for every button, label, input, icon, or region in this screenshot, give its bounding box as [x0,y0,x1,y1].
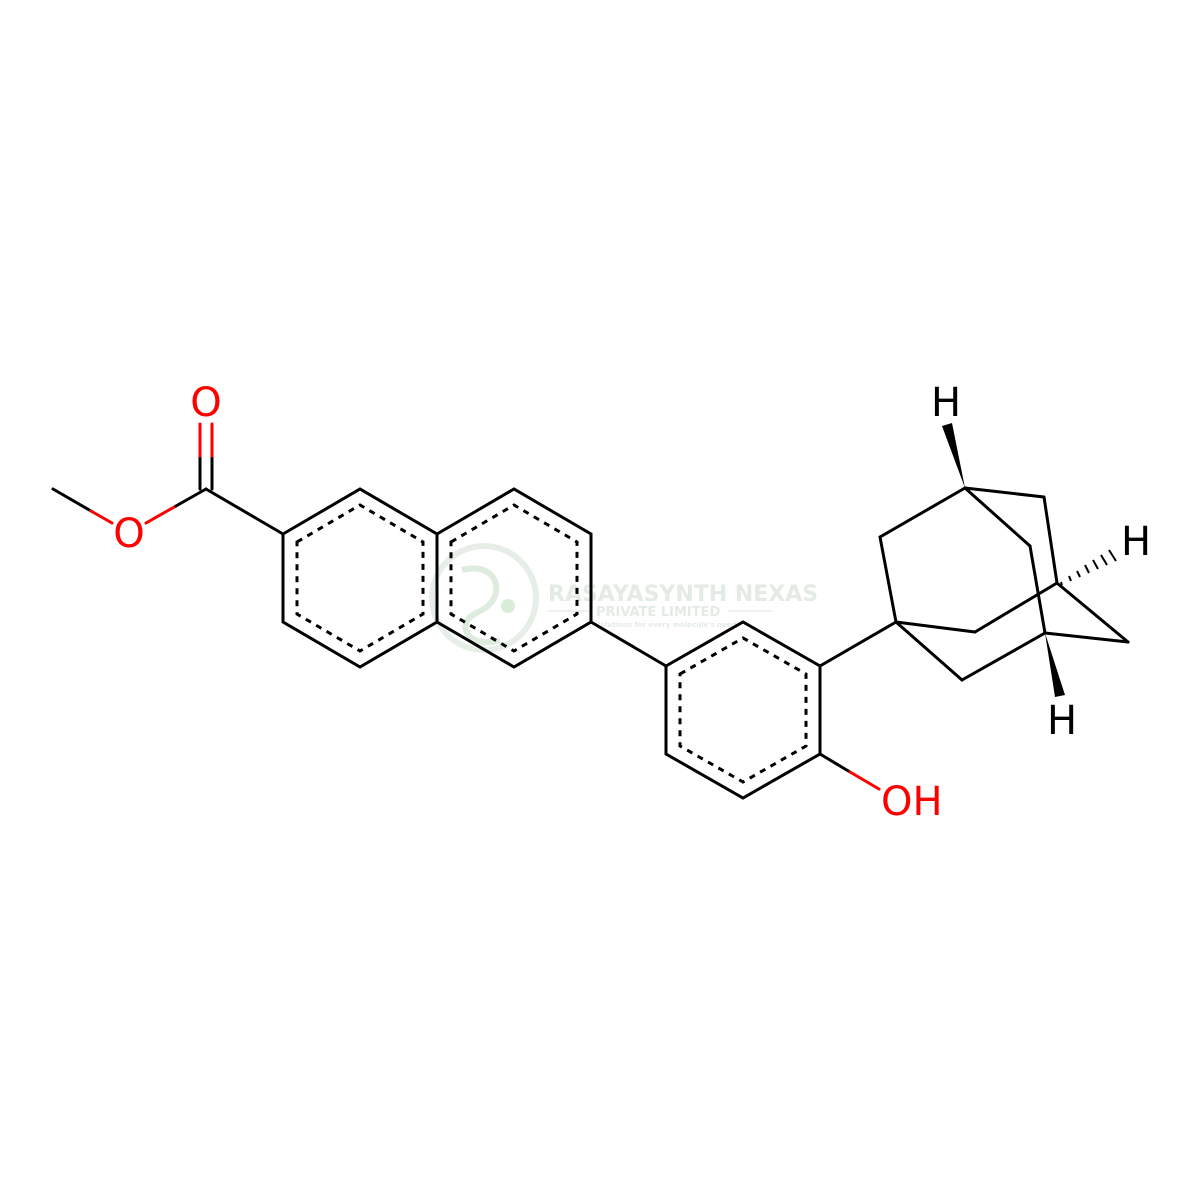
bond-cage-12 [1043,631,1130,644]
hashed-bond-right [1060,549,1117,586]
watermark-line2: PRIVATE LIMITED [596,605,721,620]
watermark-dot-icon [501,599,515,613]
bond-cage-5 [963,486,1032,548]
ring-left-aromatic [295,503,425,653]
hydrogen-labels: H H H [931,380,1151,744]
bond-phenyl-adamantyl [818,620,898,668]
bond-cage-11 [1055,581,1130,644]
hydroxyl-group: OH [818,752,943,825]
ring-right-aromatic [449,503,579,653]
bond-cage-9 [894,620,964,682]
bond-methyl-o [51,487,93,513]
atom-h-bottom: H [1047,698,1077,744]
bond-carbonyl-ring [204,487,285,536]
bond-c-oh [818,752,852,774]
watermark-helix-icon [461,565,501,646]
naphthalene-ring-left [281,487,439,669]
methyl-ester-group: O O [51,380,285,557]
atom-ether-oxygen: O [113,511,144,557]
watermark-line3: solutions for every molecule's need [596,621,737,629]
bond-cage-4 [1042,495,1059,585]
bond-cage-6 [1028,544,1047,635]
wedge-bond-top [942,423,965,488]
bond-biaryl [589,620,668,668]
wedge-bond-bottom [1045,633,1065,697]
ring-phenol-outline [664,620,822,800]
adamantane-cage [878,486,1130,682]
bond-o-carbonyl [174,487,208,508]
ring-phenol-aromatic [678,636,808,784]
ring-left-outline [281,487,439,669]
bond-methyl-o-red [89,509,114,525]
watermark: RASAYASYNTH NEXAS PRIVATE LIMITED soluti… [429,543,818,653]
phenol-ring [664,620,822,800]
bond-cage-3 [963,486,1046,499]
stereo-bonds [942,423,1117,697]
atom-hydroxyl: OH [881,779,943,825]
bond-o-carbonyl-red [144,504,178,525]
atom-h-top: H [931,380,961,426]
watermark-line1: RASAYASYNTH NEXAS [548,582,818,607]
bond-cage-1 [878,535,898,624]
atom-h-right: H [1121,519,1151,565]
bond-cage-2 [878,486,967,539]
bond-c-oh-red [848,770,881,791]
atom-carbonyl-oxygen: O [190,380,221,426]
bond-cage-7 [894,620,977,634]
bond-cage-10 [960,631,1047,682]
bond-cage-8 [973,581,1059,634]
